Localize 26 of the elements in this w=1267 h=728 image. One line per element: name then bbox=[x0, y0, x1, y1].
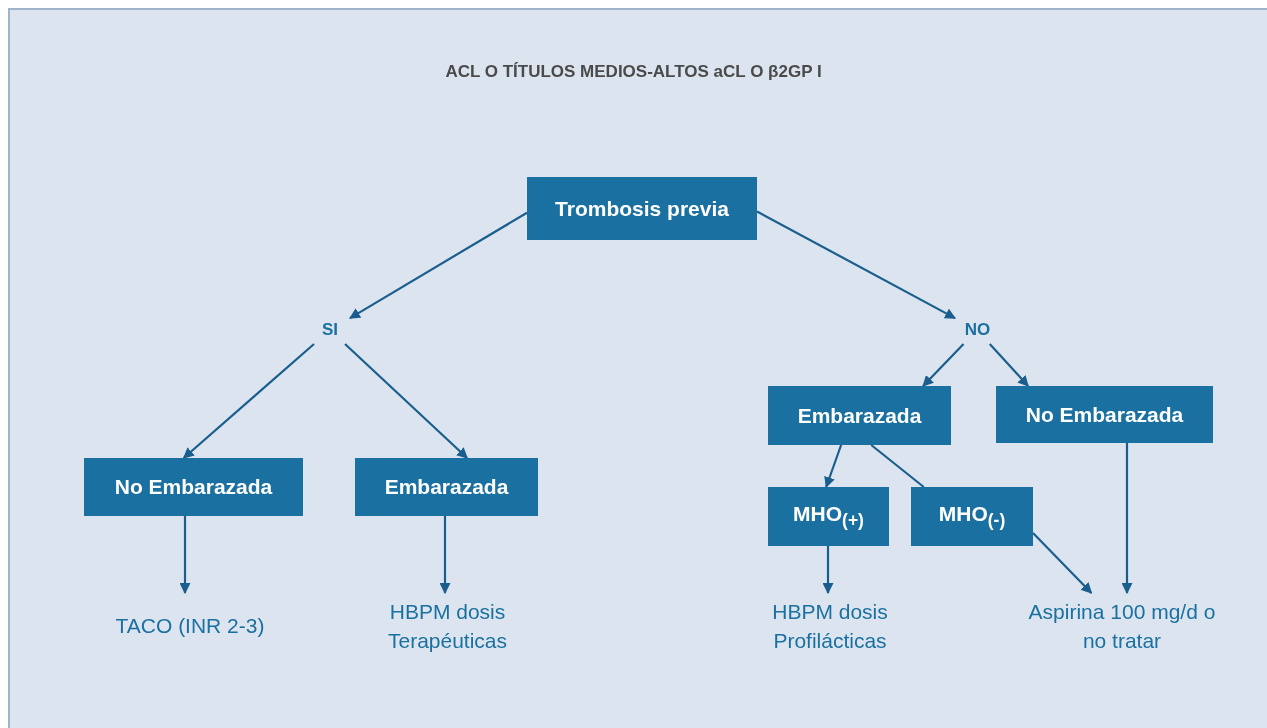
arrow bbox=[756, 210, 956, 320]
arrow bbox=[344, 343, 468, 459]
arrow bbox=[922, 343, 965, 387]
process-box: Embarazada bbox=[355, 458, 538, 516]
process-box: Trombosis previa bbox=[527, 177, 757, 240]
branch-label: SI bbox=[310, 316, 350, 344]
arrow bbox=[822, 546, 834, 595]
arrow bbox=[179, 516, 191, 595]
arrow bbox=[824, 444, 843, 489]
outcome-text: HBPM dosis Terapéuticas bbox=[360, 593, 535, 659]
process-box: MHO$_{(-)}$ bbox=[911, 487, 1033, 546]
arrow bbox=[1032, 532, 1093, 594]
title: ACL O TÍTULOS MEDIOS-ALTOS aCL O β2GP I bbox=[444, 62, 823, 82]
arrow bbox=[349, 211, 528, 320]
process-box: No Embarazada bbox=[84, 458, 303, 516]
branch-label: NO bbox=[955, 316, 1000, 344]
outcome-text: HBPM dosis Profilácticas bbox=[750, 593, 910, 659]
arrow bbox=[1121, 443, 1133, 595]
arrow bbox=[439, 516, 451, 595]
process-box: Embarazada bbox=[768, 386, 951, 445]
arrow bbox=[182, 343, 315, 459]
arrow bbox=[988, 343, 1029, 387]
process-box: No Embarazada bbox=[996, 386, 1213, 443]
outcome-text: TACO (INR 2-3) bbox=[110, 593, 270, 659]
outcome-text: Aspirina 100 mg/d o no tratar bbox=[1027, 593, 1217, 659]
process-box: MHO$_{(+)}$ bbox=[768, 487, 889, 546]
